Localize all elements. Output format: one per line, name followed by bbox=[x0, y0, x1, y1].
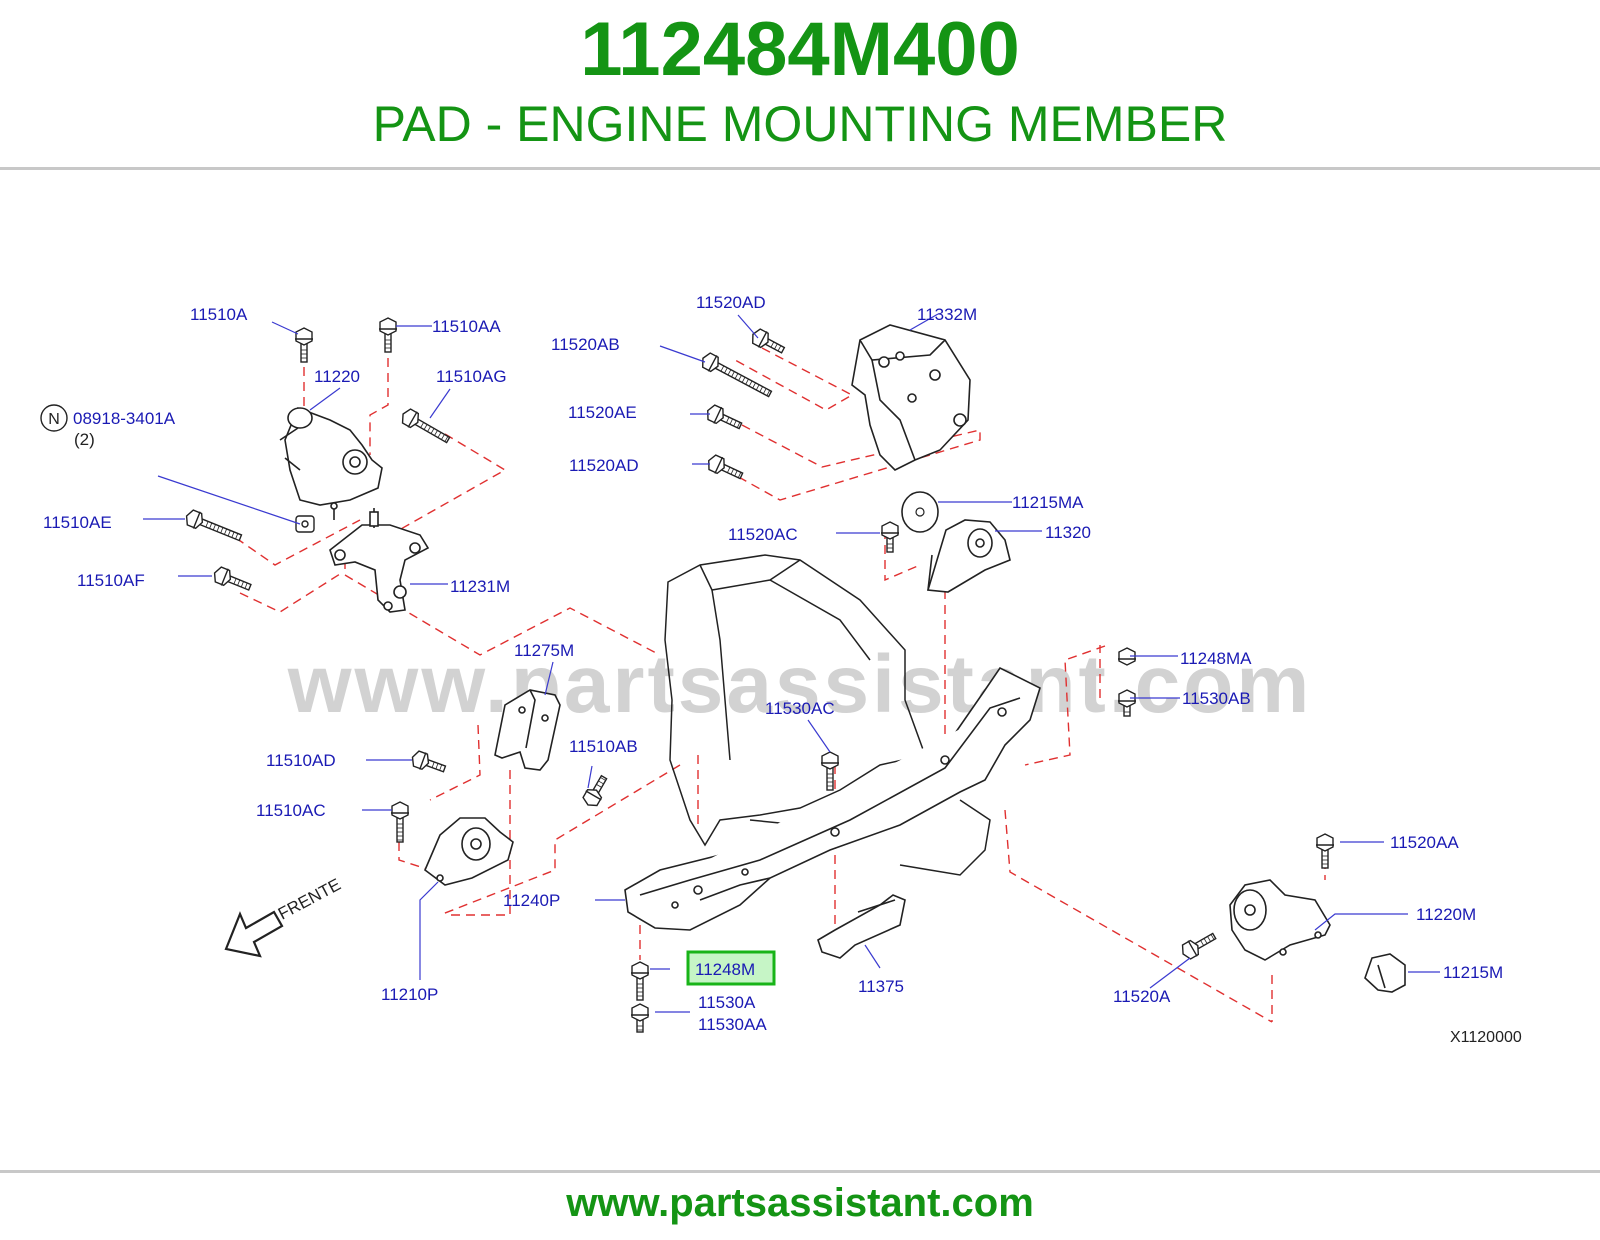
callout-11510ag[interactable]: 11510AG bbox=[436, 367, 507, 386]
callout-labels: 11510A 11510AA 11220 11510AG 08918-3401A… bbox=[43, 293, 1503, 1034]
assembly-dashed-lines bbox=[235, 343, 1326, 1023]
figure-code: X1120000 bbox=[1450, 1029, 1522, 1046]
callout-leader-lines bbox=[143, 313, 1440, 1013]
part-number-title: 112484M400 bbox=[580, 7, 1020, 92]
stopper-11215m bbox=[1364, 953, 1406, 993]
mount-11320 bbox=[926, 519, 1011, 593]
callout-11240p[interactable]: 11240P bbox=[503, 891, 560, 910]
crossmember-11240p bbox=[624, 666, 1041, 931]
callout-11510ad[interactable]: 11510AD bbox=[266, 751, 336, 770]
direction-label: FRENTE bbox=[275, 875, 344, 924]
callout-11530ac[interactable]: 11530AC bbox=[765, 699, 835, 718]
bolt-icon bbox=[708, 454, 744, 480]
callout-08918-3401a[interactable]: 08918-3401A bbox=[73, 409, 176, 428]
bolt-icon bbox=[185, 509, 243, 542]
callout-11520ab[interactable]: 11520AB bbox=[551, 335, 620, 354]
footer-divider bbox=[0, 1170, 1600, 1173]
callout-11520ae[interactable]: 11520AE bbox=[568, 403, 637, 422]
bracket-11332m bbox=[851, 324, 971, 471]
callout-11220m[interactable]: 11220M bbox=[1416, 905, 1476, 924]
callout-11530aa[interactable]: 11530AA bbox=[698, 1015, 767, 1034]
bolt-icon bbox=[881, 521, 899, 553]
fasteners-group bbox=[185, 317, 1334, 1033]
bolt-icon bbox=[1181, 932, 1217, 960]
callout-11248ma[interactable]: 11248MA bbox=[1180, 649, 1252, 668]
callout-11520a[interactable]: 11520A bbox=[1113, 987, 1171, 1006]
bolt-icon bbox=[295, 327, 313, 363]
bolt-icon bbox=[1118, 689, 1136, 717]
callout-11510ae[interactable]: 11510AE bbox=[43, 513, 112, 532]
bracket-11275m bbox=[494, 689, 561, 771]
bolt-icon bbox=[379, 317, 397, 353]
notice-symbol: N bbox=[48, 411, 60, 428]
callout-11210p[interactable]: 11210P bbox=[381, 985, 438, 1004]
callout-11520ad-top[interactable]: 11520AD bbox=[696, 293, 766, 312]
callout-11520ad-mid[interactable]: 11520AD bbox=[569, 456, 639, 475]
notice-circle-icon bbox=[40, 404, 68, 432]
bolt-icon bbox=[401, 408, 451, 444]
callout-11375[interactable]: 11375 bbox=[858, 977, 904, 996]
callout-11231m[interactable]: 11231M bbox=[450, 577, 510, 596]
callout-11320[interactable]: 11320 bbox=[1045, 523, 1091, 542]
bolt-icon bbox=[391, 801, 409, 843]
bolt-icon bbox=[707, 404, 743, 430]
mount-11220m bbox=[1229, 879, 1331, 961]
callout-11510aa[interactable]: 11510AA bbox=[432, 317, 501, 336]
callout-11530ab[interactable]: 11530AB bbox=[1182, 689, 1251, 708]
nut-08918 bbox=[295, 515, 315, 533]
callout-11248m[interactable]: 11248M bbox=[695, 960, 755, 979]
callout-11510a[interactable]: 11510A bbox=[190, 305, 248, 324]
mount-11220 bbox=[279, 406, 383, 520]
callout-11520ac[interactable]: 11520AC bbox=[728, 525, 798, 544]
bolt-icon bbox=[1316, 833, 1334, 869]
bolt-icon bbox=[411, 750, 447, 773]
bolt-icon bbox=[752, 328, 786, 354]
bolt-icon bbox=[702, 352, 773, 398]
arrow-left-down-icon bbox=[224, 910, 284, 958]
callout-11220[interactable]: 11220 bbox=[314, 367, 360, 386]
callout-11510ab[interactable]: 11510AB bbox=[569, 737, 638, 756]
callout-11520aa[interactable]: 11520AA bbox=[1390, 833, 1459, 852]
bolt-icon bbox=[213, 566, 252, 591]
bolt-icon bbox=[1118, 647, 1136, 666]
highlight-box-11248m bbox=[686, 950, 776, 986]
callout-11530a[interactable]: 11530A bbox=[698, 993, 756, 1012]
washer-11215ma bbox=[901, 491, 939, 533]
watermark-text: www.partsassistant.com bbox=[287, 639, 1313, 730]
page-header: 112484M400 PAD - ENGINE MOUNTING MEMBER bbox=[0, 0, 1600, 170]
callout-11332m[interactable]: 11332M bbox=[917, 305, 977, 324]
bolt-icon bbox=[631, 961, 649, 1001]
callout-11215ma[interactable]: 11215MA bbox=[1012, 493, 1084, 512]
callout-11510af[interactable]: 11510AF bbox=[77, 571, 145, 590]
notice-qty: (2) bbox=[74, 430, 95, 449]
callout-11275m[interactable]: 11275M bbox=[514, 641, 574, 660]
callout-11215m[interactable]: 11215M bbox=[1443, 963, 1503, 982]
bolt-icon bbox=[582, 774, 608, 807]
part-name-subtitle: PAD - ENGINE MOUNTING MEMBER bbox=[372, 96, 1228, 152]
callout-11510ac[interactable]: 11510AC bbox=[256, 801, 326, 820]
bolt-icon bbox=[821, 751, 839, 791]
insulator-11375 bbox=[817, 894, 906, 959]
footer-url[interactable]: www.partsassistant.com bbox=[566, 1181, 1034, 1225]
parts-diagram: www.partsassistant.com bbox=[40, 293, 1522, 1046]
bolt-icon bbox=[631, 1003, 649, 1033]
mount-11210p bbox=[424, 817, 514, 886]
bracket-11231m bbox=[329, 508, 430, 613]
header-divider bbox=[0, 167, 1600, 170]
